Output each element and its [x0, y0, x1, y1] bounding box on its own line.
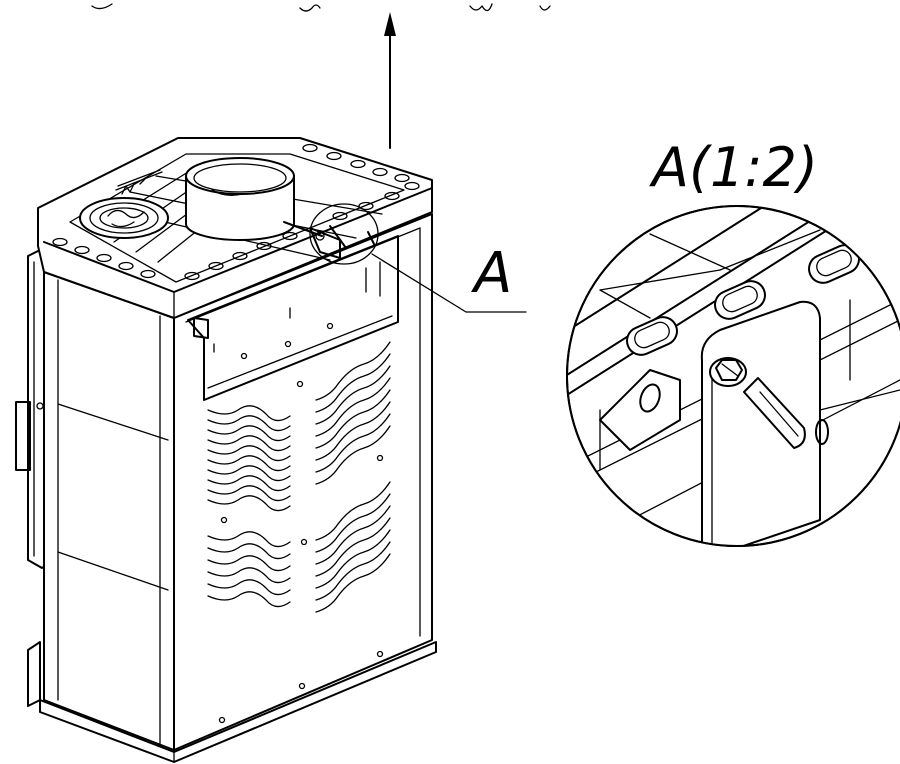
up-arrow: [384, 12, 396, 149]
flue-collar: [185, 157, 295, 241]
front-inset-panel: [187, 235, 399, 401]
detail-view: [566, 205, 900, 547]
damper-rod: [283, 221, 375, 259]
louvres: [207, 341, 391, 613]
door-handle: [15, 401, 31, 471]
stove-body: [15, 137, 527, 763]
detail-circle-marker: [309, 203, 379, 265]
callout-leader: [371, 253, 527, 313]
hotplate: [79, 169, 169, 239]
detail-slot-holes: [626, 244, 860, 356]
lid-slot-holes: [52, 143, 420, 281]
cropped-top-text: [91, 3, 551, 12]
panel-screws: [218, 380, 384, 724]
callout-label: A: [471, 241, 512, 306]
lid-brand-mark: [115, 169, 163, 195]
detail-title: A(1:2): [649, 136, 818, 199]
